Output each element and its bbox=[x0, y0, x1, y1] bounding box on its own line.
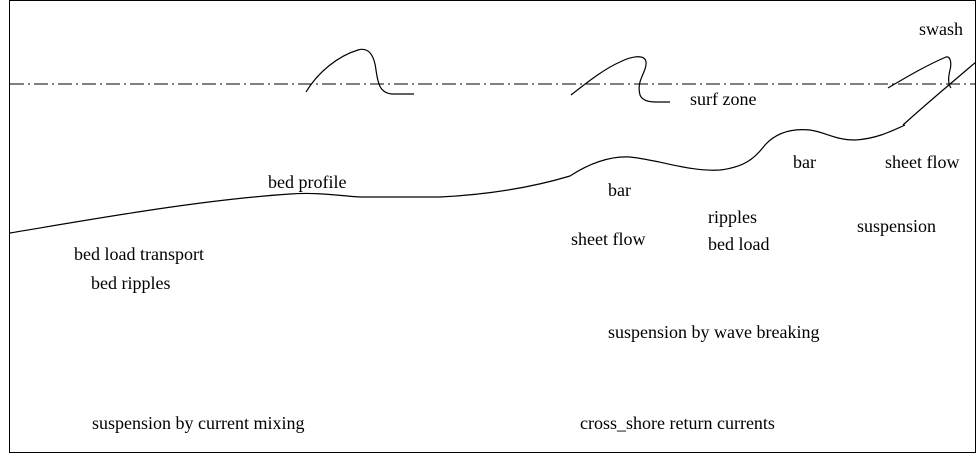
bed-load-label: bed load bbox=[708, 234, 770, 254]
bed-load-transport-label: bed load transport bbox=[74, 244, 204, 264]
breaking-wave-1 bbox=[305, 48, 414, 95]
sheet-flow-label-right: sheet flow bbox=[885, 152, 960, 172]
suspension-label: suspension bbox=[857, 216, 937, 236]
ripples-label: ripples bbox=[708, 207, 757, 227]
surf-zone-label: surf zone bbox=[690, 89, 757, 109]
suspension-current-mixing-label: suspension by current mixing bbox=[92, 413, 305, 433]
breaking-wave-2 bbox=[570, 56, 670, 103]
swash-label: swash bbox=[919, 19, 963, 39]
cross-shore-return-label: cross_shore return currents bbox=[580, 413, 775, 433]
frame-border bbox=[9, 0, 976, 453]
sheet-flow-label-left: sheet flow bbox=[571, 229, 646, 249]
beach-slope bbox=[902, 61, 976, 126]
suspension-wave-breaking-label: suspension by wave breaking bbox=[608, 322, 820, 342]
bed-profile-line bbox=[9, 124, 906, 234]
bar-label-left: bar bbox=[608, 180, 631, 200]
bar-label-right: bar bbox=[793, 152, 816, 172]
bed-profile-label: bed profile bbox=[268, 172, 347, 192]
breaking-wave-3 bbox=[887, 56, 952, 89]
bed-ripples-label: bed ripples bbox=[91, 273, 171, 293]
